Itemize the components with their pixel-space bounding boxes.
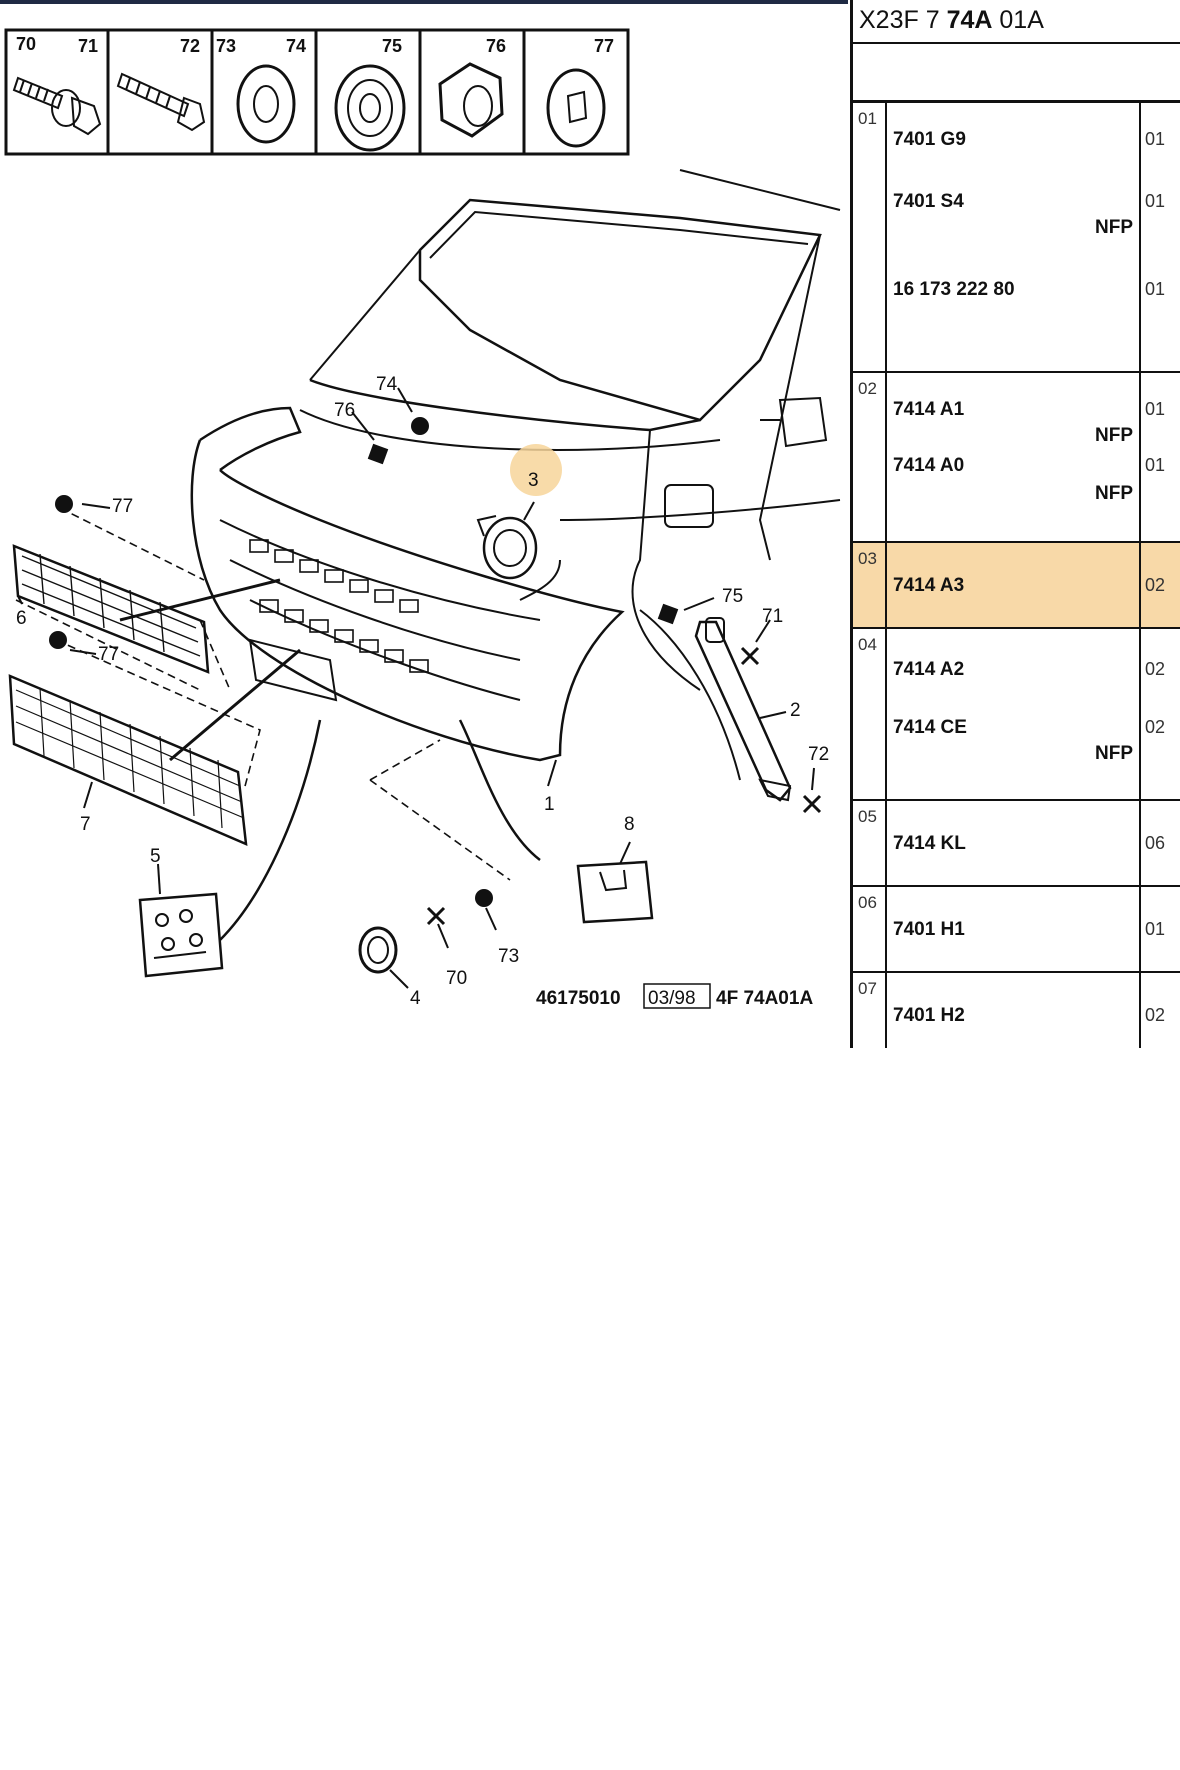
drawing-ref: 46175010 xyxy=(536,988,621,1009)
table-row-highlighted[interactable]: 03 7414 A3 02 xyxy=(853,543,1180,629)
callout-label: 4 xyxy=(410,988,421,1009)
part-qty: 02 xyxy=(1145,1005,1166,1025)
washer-icon xyxy=(236,64,296,144)
callout-label: 74 xyxy=(376,374,398,395)
part-qty: 01 xyxy=(1145,919,1166,939)
row-index: 06 xyxy=(853,887,887,971)
lower-grille xyxy=(8,674,248,846)
highlight-circle xyxy=(510,444,562,496)
nfp-flag: NFP xyxy=(1095,425,1133,446)
hw-label: 76 xyxy=(486,36,506,56)
side-bracket xyxy=(694,617,792,802)
nfp-flag: NFP xyxy=(1095,217,1133,238)
callout-label: 77 xyxy=(98,644,119,665)
part-number[interactable]: 7414 A0 xyxy=(893,455,965,476)
trim-ring xyxy=(358,926,398,974)
hw-label: 72 xyxy=(180,36,200,56)
callout-label: 76 xyxy=(334,400,355,421)
instruction-label xyxy=(138,892,224,978)
part-qty: 02 xyxy=(1145,659,1166,679)
drawing-date: 03/98 xyxy=(648,988,696,1009)
part-number[interactable]: 7414 KL xyxy=(893,833,966,854)
catalog-header: X23F 7 74A 01A xyxy=(853,0,1180,44)
part-qty: 02 xyxy=(1145,575,1166,595)
windscreen-outline xyxy=(418,198,822,422)
table-row[interactable]: 07 7401 H2 02 xyxy=(853,973,1180,1048)
bumper-diagram-svg: 70 71 72 73 74 75 76 77 74 76 77 3 6 77 … xyxy=(4,28,841,1009)
row-index: 03 xyxy=(853,543,887,627)
mounting-plate xyxy=(576,860,654,924)
callout-label: 1 xyxy=(544,794,555,815)
part-qty: 02 xyxy=(1145,717,1166,737)
part-qty: 01 xyxy=(1145,279,1166,299)
callout-label: 7 xyxy=(80,814,91,835)
exploded-diagram: 70 71 72 73 74 75 76 77 74 76 77 3 6 77 … xyxy=(0,0,848,1048)
bolt-long-icon xyxy=(116,72,206,132)
callout-label: 6 xyxy=(16,608,27,629)
part-number[interactable]: 7401 G9 xyxy=(893,129,966,150)
part-number[interactable]: 7401 H2 xyxy=(893,1005,965,1026)
callout-label: 8 xyxy=(624,814,635,835)
row-index: 05 xyxy=(853,801,887,885)
table-row[interactable]: 01 7401 G9 01 7401 S4 01 NFP 16 173 222 … xyxy=(853,103,1180,373)
table-row[interactable]: 05 7414 KL 06 xyxy=(853,801,1180,887)
nfp-flag: NFP xyxy=(1095,743,1133,764)
row-index: 04 xyxy=(853,629,887,799)
parts-list-panel: X23F 7 74A 01A 01 7401 G9 01 7401 S4 01 … xyxy=(850,0,1180,1048)
header-spacer-row xyxy=(853,44,1180,103)
callout-label: 73 xyxy=(498,946,519,967)
part-number[interactable]: 7401 S4 xyxy=(893,191,964,212)
row-index: 02 xyxy=(853,373,887,541)
callout-label: 2 xyxy=(790,700,801,721)
nfp-flag: NFP xyxy=(1095,483,1133,504)
hw-label: 71 xyxy=(78,36,98,56)
bumper-upper-outline xyxy=(199,406,302,472)
part-number[interactable]: 16 173 222 80 xyxy=(893,279,1015,300)
hw-label: 74 xyxy=(286,36,306,56)
hw-label: 73 xyxy=(216,36,236,56)
hood-outline xyxy=(309,378,701,432)
part-qty: 01 xyxy=(1145,191,1166,211)
bolt-icon xyxy=(12,76,102,136)
callout-label: 75 xyxy=(722,586,743,607)
hex-nut-icon xyxy=(438,62,504,138)
part-number[interactable]: 7401 H1 xyxy=(893,919,965,940)
callout-label: 5 xyxy=(150,846,161,867)
date-box xyxy=(643,983,711,1009)
callout-label: 71 xyxy=(762,606,783,627)
table-row[interactable]: 02 7414 A1 01 NFP 7414 A0 01 NFP xyxy=(853,373,1180,543)
callout-label-highlighted: 3 xyxy=(528,470,539,491)
clip-icon xyxy=(546,68,606,148)
part-qty: 06 xyxy=(1145,833,1166,853)
row-index: 07 xyxy=(853,973,887,1048)
top-rule xyxy=(0,0,848,4)
part-qty: 01 xyxy=(1145,129,1166,149)
hw-label: 77 xyxy=(594,36,614,56)
drawing-code: 4F 74A01A xyxy=(716,988,813,1009)
header-prefix: X23F 7 xyxy=(859,6,947,34)
callout-label: 77 xyxy=(112,496,133,517)
part-number[interactable]: 7414 A2 xyxy=(893,659,965,680)
header-bold: 74A xyxy=(946,6,993,34)
part-number[interactable]: 7414 A1 xyxy=(893,399,965,420)
flange-nut-icon xyxy=(334,64,406,152)
part-number[interactable]: 7414 CE xyxy=(893,717,967,738)
row-index: 01 xyxy=(853,103,887,371)
bumper-outline xyxy=(190,439,625,762)
hw-label: 75 xyxy=(382,36,402,56)
part-number[interactable]: 7414 A3 xyxy=(893,575,965,596)
table-row[interactable]: 06 7401 H1 01 xyxy=(853,887,1180,973)
header-suffix: 01A xyxy=(992,6,1044,34)
part-qty: 01 xyxy=(1145,399,1166,419)
callout-label: 70 xyxy=(446,968,467,989)
fog-lamp xyxy=(476,515,538,580)
parts-catalog-sheet: 70 71 72 73 74 75 76 77 74 76 77 3 6 77 … xyxy=(0,0,1180,1048)
callout-label: 72 xyxy=(808,744,829,765)
table-row[interactable]: 04 7414 A2 02 7414 CE 02 NFP xyxy=(853,629,1180,801)
part-qty: 01 xyxy=(1145,455,1166,475)
hw-label: 70 xyxy=(16,34,36,54)
upper-grille xyxy=(12,544,210,674)
